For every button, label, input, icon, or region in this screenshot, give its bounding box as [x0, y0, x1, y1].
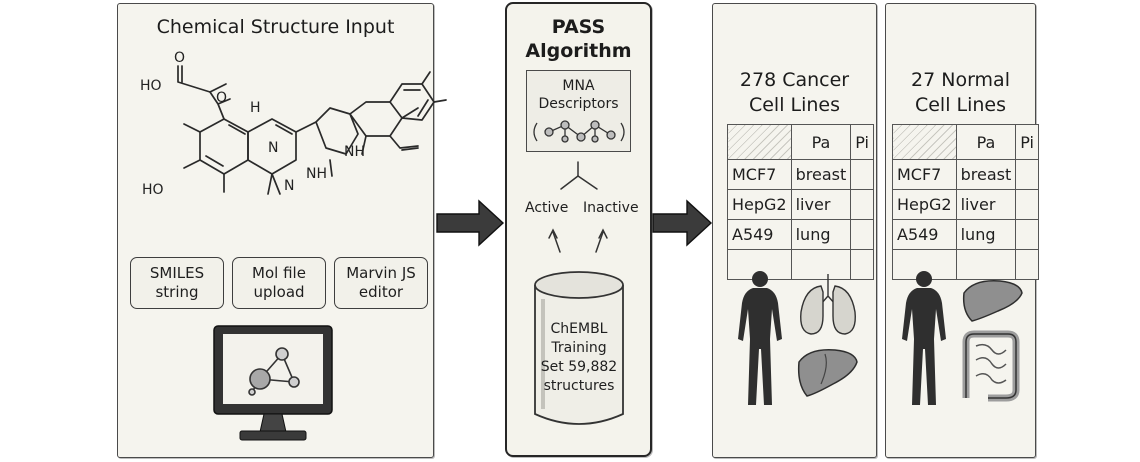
liver-icon [962, 280, 1023, 322]
cancer-cell-lines-title: 278 Cancer Cell Lines [739, 69, 850, 116]
cell-line-tissue: liver [955, 189, 1017, 220]
human-body-icon [738, 271, 782, 405]
lungs-icon [800, 274, 856, 335]
atom-label-h-alcohol: H [250, 100, 261, 116]
cell-pi-value [1015, 189, 1039, 220]
structure-input-panel: Chemical Structure Input [117, 3, 447, 458]
chembl-training-set-label: ChEMBL Training Set 59,882 structures [540, 321, 618, 394]
atom-label-ho-phenol: HO [142, 182, 164, 198]
human-body-icon [902, 271, 946, 405]
cell-line-tissue: lung [955, 219, 1017, 250]
mna-descriptors-label: MNA Descriptors [538, 78, 619, 112]
cell-line-name: HepG2 [892, 189, 957, 220]
molecule-structure-drawing: O HO O H HO N NH N NH [140, 50, 447, 198]
normal-cell-lines-table: Pa Pi MCF7 breast HepG2 liver A549 lung [892, 124, 1039, 280]
cell-line-tissue: breast [955, 159, 1017, 190]
flow-arrow-input-to-pass [436, 199, 505, 247]
classification-fork-lines [548, 161, 608, 253]
cell-line-name: HepG2 [727, 189, 792, 220]
cell-pi-value [850, 159, 874, 190]
header-pi: Pi [1015, 124, 1039, 160]
table-row: A549 lung [727, 219, 874, 250]
cell-line-name: MCF7 [892, 159, 957, 190]
atom-label-nh: NH [306, 166, 327, 182]
atom-label-ho: HO [140, 78, 162, 94]
cell-line-tissue: liver [790, 189, 852, 220]
cell-pi-value [850, 189, 874, 220]
cell-line-tissue: breast [790, 159, 852, 190]
atom-label-nh2: NH [344, 144, 365, 160]
table-row: HepG2 liver [892, 189, 1039, 220]
database-cylinder-icon [534, 271, 624, 425]
cancer-cell-lines-panel: 278 Cancer Cell Lines Pa Pi MCF7 breast … [712, 3, 877, 458]
atom-label-n2: N [284, 178, 294, 194]
marvin-js-editor-option[interactable]: Marvin JS editor [334, 257, 428, 309]
table-row: MCF7 breast [727, 159, 874, 190]
normal-cell-lines-panel: 27 Normal Cell Lines Pa Pi MCF7 breast H… [885, 3, 1039, 458]
cell-line-name: A549 [892, 219, 957, 250]
inactive-label: Inactive [583, 200, 639, 216]
table-row: MCF7 breast [892, 159, 1039, 190]
pass-algorithm-panel: PASS Algorithm MNA Descriptors [505, 2, 652, 457]
cancer-cell-lines-table: Pa Pi MCF7 breast HepG2 liver A549 lung [727, 124, 874, 280]
table-header-row: Pa Pi [892, 124, 1039, 160]
pass-algorithm-title: PASS Algorithm [525, 16, 632, 62]
monitor-icon [213, 325, 333, 441]
atom-label-o: O [174, 50, 185, 66]
atom-label-o-alcohol: O [216, 90, 227, 106]
active-label: Active [525, 200, 569, 216]
table-header-row: Pa Pi [727, 124, 874, 160]
mol-file-upload-option[interactable]: Mol file upload [232, 257, 326, 309]
cell-pi-value [850, 219, 874, 250]
header-pi: Pi [850, 124, 874, 160]
cell-line-name: A549 [727, 219, 792, 250]
molecular-graph-icon [533, 120, 625, 143]
cell-line-tissue: lung [790, 219, 852, 250]
normal-cell-lines-title: 27 Normal Cell Lines [911, 69, 1010, 116]
liver-icon [797, 349, 858, 397]
smiles-string-option[interactable]: SMILES string [130, 257, 224, 309]
cell-line-name: MCF7 [727, 159, 792, 190]
mna-descriptors-box: MNA Descriptors [526, 70, 631, 152]
flow-arrow-pass-to-results [652, 199, 713, 247]
table-row: HepG2 liver [727, 189, 874, 220]
header-pa: Pa [955, 124, 1017, 160]
cell-pi-value [1015, 159, 1039, 190]
table-row: A549 lung [892, 219, 1039, 250]
header-blank-cell [892, 124, 957, 160]
cell-pi-value [1015, 219, 1039, 250]
structure-input-title: Chemical Structure Input [156, 16, 395, 38]
header-blank-cell [727, 124, 792, 160]
table-row [892, 249, 1039, 280]
intestines-icon [962, 330, 1020, 402]
header-pa: Pa [790, 124, 852, 160]
atom-label-n1: N [268, 140, 278, 156]
